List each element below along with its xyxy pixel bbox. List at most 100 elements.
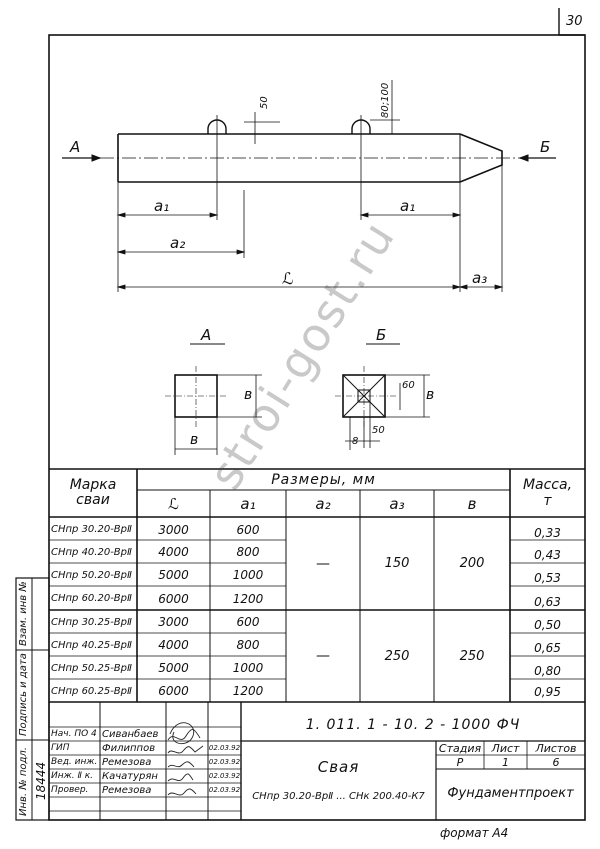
inv-original-value: 18444 [34,761,48,800]
row-a1: 800 [236,545,260,559]
dim-50-label: 50 [259,96,270,109]
product-range: СНпр 30.20-ВрⅡ ... СНк 200.40-К7 [252,790,425,802]
person-name: Филиппов [102,742,156,754]
row-l: 5000 [158,568,189,582]
sign-date: 02.03.92 [208,758,241,766]
specification-table-grid [49,468,585,702]
sign-date [208,727,241,741]
dim-a1-left-label: a₁ [154,197,170,215]
product-name: Свая [317,758,360,776]
dim-l-label: ℒ [282,269,294,288]
col-header-a1: a₁ [240,494,256,513]
person-name: Ремезова [102,756,152,768]
row-mass: 0,33 [534,525,561,540]
row-l: 5000 [158,661,189,675]
col-header-a3: a₃ [389,494,405,513]
view-arrow-b-label: Б [540,138,551,156]
row-mark: СНпр 50.20-ВрⅡ [51,569,132,581]
row-mark: СНпр 30.25-ВрⅡ [51,616,132,628]
section-a-title: А [201,326,212,344]
role-label: Провер. [51,785,89,795]
group1-b: 200 [459,556,485,571]
document-code: 1. 011. 1 - 10. 2 - 1000 ФЧ [305,717,521,733]
section-b-title: Б [376,326,387,344]
row-mark: СНпр 40.25-ВрⅡ [51,639,132,651]
row-l: 6000 [158,591,189,606]
stage-label: Стадия [438,741,482,755]
row-a1: 1200 [232,591,264,606]
sign-date: 02.03.92 [208,786,241,794]
sheet-label: Лист [491,741,520,755]
title-block-grid [49,701,585,820]
person-name: Качатурян [102,770,158,782]
section-b-60-dim: 60 [402,380,415,391]
organization-name: Фундаментпроект [447,785,574,801]
row-mass: 0,80 [534,664,561,678]
col-header-b: в [467,494,477,513]
signatures [167,722,204,796]
section-a [165,343,262,455]
section-b [335,343,430,450]
pile-elevation [62,80,556,220]
person-name: Сиванбаев [102,728,159,740]
sign-date: 02.03.92 [208,744,241,752]
row-mark: СНпр 40.20-ВрⅡ [51,546,132,558]
row-a1: 1000 [232,661,264,675]
person-name: Ремезова [102,784,152,796]
row-mass: 0,50 [534,618,561,632]
row-l: 6000 [158,684,189,698]
section-b-side-dim: в [426,387,435,403]
role-label: Инж. Ⅱ к. [51,771,94,781]
sign-date-label: Подпись и дата [18,653,29,736]
row-a1: 600 [236,522,260,537]
swap-inv-label: Взам. инв № [18,581,29,646]
sign-date: 02.03.92 [208,772,241,780]
header-sizes: Размеры, мм [271,471,376,488]
row-mass: 0,53 [534,571,561,585]
row-l: 3000 [158,615,189,629]
row-a1: 800 [236,638,260,652]
group2-a3: 250 [384,648,410,664]
page-number: 30 [566,14,583,29]
row-l: 3000 [158,522,189,537]
group1-a2: — [316,555,330,572]
row-mark: СНпр 60.20-ВрⅡ [51,593,132,604]
row-l: 4000 [158,545,189,559]
row-mass: 0,43 [534,548,561,562]
stage-value: Р [456,755,464,769]
sheet-value: 1 [502,755,509,769]
row-a1: 600 [236,615,260,629]
group2-a2: — [316,648,330,664]
section-a-bottom-dim: в [190,432,199,448]
row-mark: СНпр 60.25-ВрⅡ [51,685,132,697]
format-label: формат А4 [440,826,509,840]
section-a-side-dim: в [244,387,253,403]
inv-original-label: Инв. № подл. [18,747,29,816]
section-b-50-dim: 50 [372,425,385,436]
dim-80-100-label: 80;100 [380,82,391,118]
view-arrow-a-label: А [70,138,81,156]
row-mass: 0,63 [534,594,561,609]
header-mass: Масса, т [522,477,573,509]
row-a1: 1000 [232,568,264,582]
header-mark: Марка сваи [69,477,117,508]
dim-a1-right-label: a₁ [400,197,416,215]
dim-a2-label: a₂ [170,234,186,252]
row-a1: 1200 [232,684,264,698]
row-mass: 0,65 [534,641,561,655]
row-l: 4000 [158,638,189,652]
row-mass: 0,95 [534,685,561,699]
col-header-l: ℒ [168,494,179,513]
sheets-value: 6 [552,755,560,769]
role-label: ГИП [51,743,70,753]
row-mark: СНпр 50.25-ВрⅡ [51,662,132,674]
role-label: Вед. инж. [51,757,98,767]
group1-a3: 150 [384,556,410,571]
row-mark: СНпр 30.20-ВрⅡ [51,524,132,535]
group2-b: 250 [459,648,485,664]
dimension-lines [116,165,504,292]
dim-a3-label: a₃ [472,269,488,287]
sheets-label: Листов [535,741,577,755]
col-header-a2: a₂ [315,494,331,513]
